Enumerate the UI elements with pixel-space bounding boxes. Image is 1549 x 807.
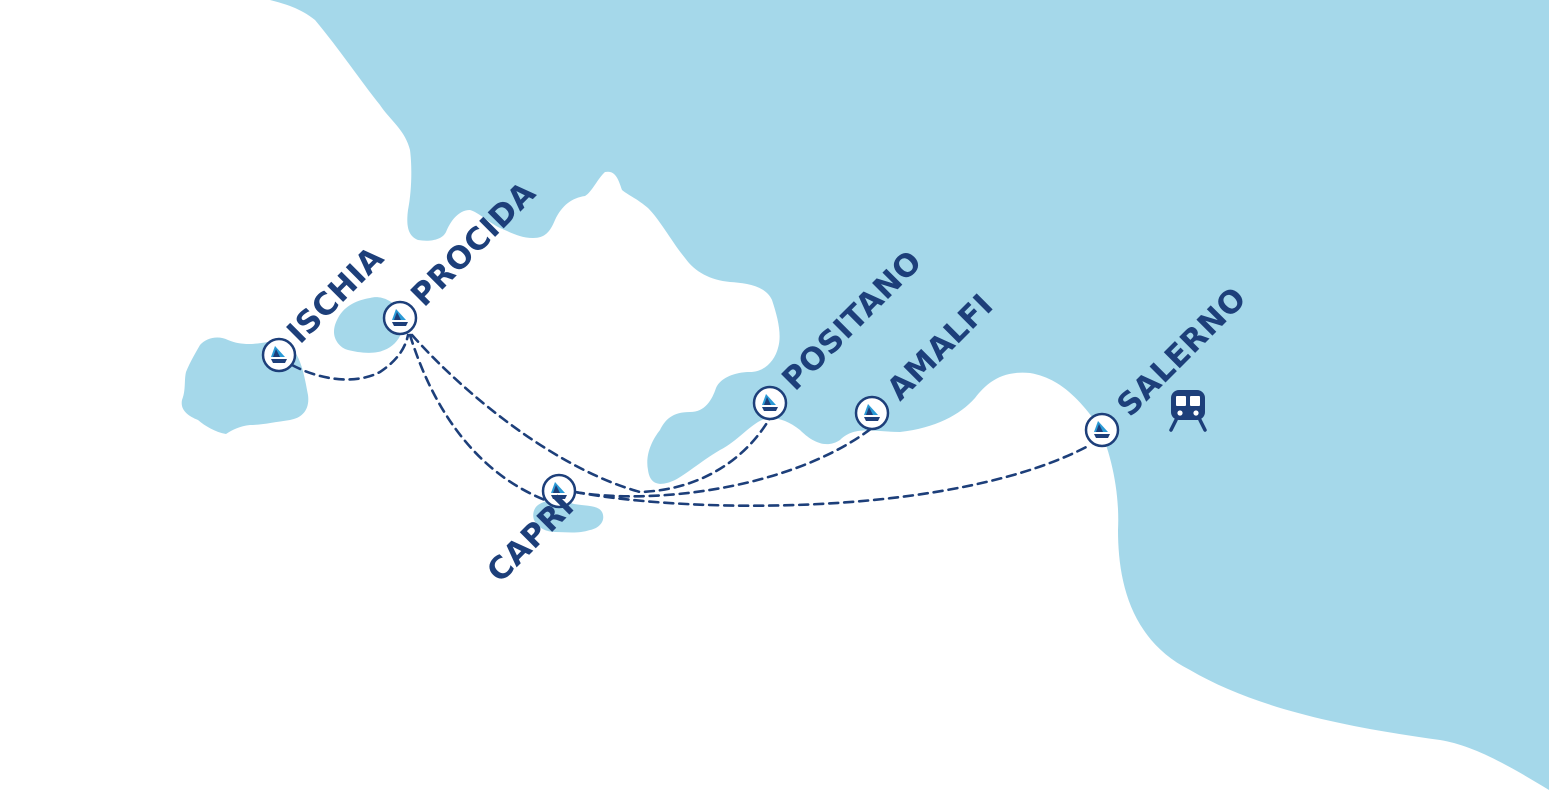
train-icon xyxy=(1169,390,1207,432)
route-procida-positano xyxy=(410,333,772,494)
ferry-port-icon[interactable] xyxy=(752,385,788,421)
ferry-port-icon[interactable] xyxy=(854,395,890,431)
gulf-area xyxy=(270,0,1549,790)
port-markers xyxy=(261,300,1120,509)
ferry-port-icon[interactable] xyxy=(541,473,577,509)
port-label-capri: CAPRI xyxy=(480,488,581,589)
sea-areas xyxy=(181,0,1549,790)
route-capri-amalfi xyxy=(573,426,874,498)
route-ischia-procida xyxy=(290,333,410,381)
route-procida-capri xyxy=(408,333,547,502)
capri-island xyxy=(533,500,604,533)
ferry-routes xyxy=(290,333,1092,507)
route-capri-salerno xyxy=(573,443,1092,507)
ferry-port-icon[interactable] xyxy=(261,337,297,373)
ferry-port-icon[interactable] xyxy=(1084,412,1120,448)
ferry-port-icon[interactable] xyxy=(382,300,418,336)
